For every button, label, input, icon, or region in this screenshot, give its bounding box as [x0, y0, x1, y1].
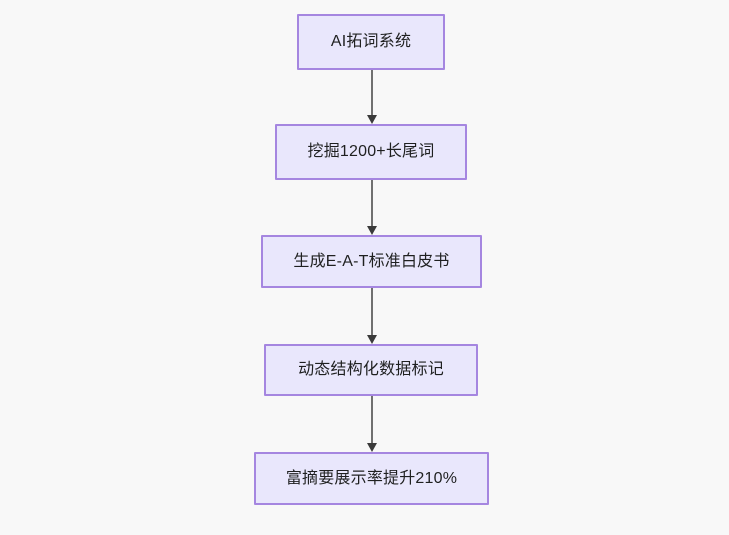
flowchart-node-rich-snippet-impression-uplift[interactable]: 富摘要展示率提升210%: [254, 452, 489, 505]
arrowhead-down-icon: [367, 226, 377, 235]
edge-line: [371, 288, 373, 336]
edge-node2-to-node3: [367, 180, 377, 235]
flowchart-node-dynamic-structured-data-markup[interactable]: 动态结构化数据标记: [264, 344, 478, 396]
edge-line: [371, 396, 373, 444]
arrowhead-down-icon: [367, 443, 377, 452]
edge-node4-to-node5: [367, 396, 377, 452]
arrowhead-down-icon: [367, 115, 377, 124]
edge-line: [371, 70, 373, 116]
arrowhead-down-icon: [367, 335, 377, 344]
edge-node1-to-node2: [367, 70, 377, 124]
flowchart-node-mine-longtail-keywords[interactable]: 挖掘1200+长尾词: [275, 124, 467, 180]
flowchart-node-ai-keyword-system[interactable]: AI拓词系统: [297, 14, 445, 70]
edge-node3-to-node4: [367, 288, 377, 344]
edge-line: [371, 180, 373, 227]
flowchart-node-generate-eat-whitepaper[interactable]: 生成E-A-T标准白皮书: [261, 235, 482, 288]
